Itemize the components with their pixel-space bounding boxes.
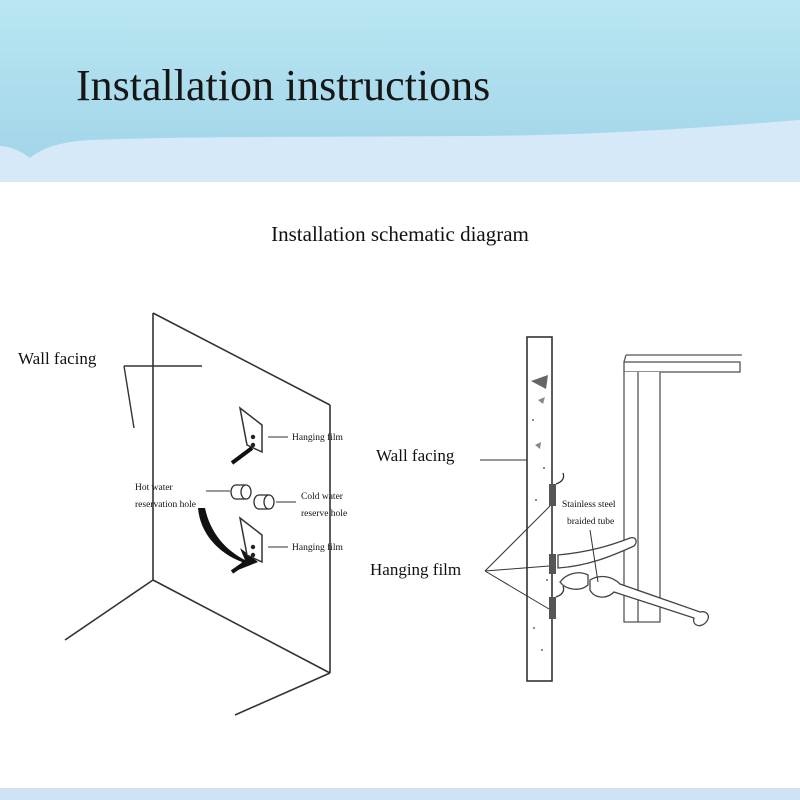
- hanging-film-top-bracket: [230, 406, 288, 465]
- page-title: Installation instructions: [76, 61, 491, 110]
- hanging-film-bottom-bracket: [230, 516, 288, 574]
- wall-facing-pointer: [123, 365, 202, 429]
- braided-tube: [557, 536, 637, 569]
- footer-strip: [0, 788, 800, 800]
- hot-water-hole: [230, 484, 252, 500]
- braided-tube-label-line1: Stainless steel: [562, 500, 616, 510]
- wall-facing-label-right: Wall facing: [376, 446, 455, 465]
- hanging-film-bottom-label: Hanging film: [292, 542, 344, 553]
- left-wall: [64, 312, 331, 716]
- cold-water-hole: [253, 494, 296, 510]
- right-pointers: [480, 459, 599, 610]
- hanging-film-label-right: Hanging film: [370, 560, 461, 579]
- wall-facing-label-left: Wall facing: [18, 349, 97, 368]
- braided-tube-label-line2: braided tube: [567, 517, 614, 527]
- wrench-icon: [559, 572, 709, 627]
- header-banner: [0, 0, 800, 182]
- hot-water-label-line2: reservation hole: [135, 500, 196, 510]
- hot-water-label-line1: Hot water: [135, 483, 174, 493]
- cold-water-label-line2: reserve hole: [301, 509, 347, 519]
- faucet-fixture: [623, 354, 742, 623]
- curved-arrow-icon: [198, 508, 258, 570]
- hanging-film-top-label: Hanging film: [292, 432, 344, 443]
- cold-water-label-line1: Cold water: [301, 492, 344, 502]
- diagram-subtitle: Installation schematic diagram: [271, 222, 529, 246]
- wall-slab: [526, 336, 553, 682]
- right-hanging-film-clips: [549, 472, 565, 619]
